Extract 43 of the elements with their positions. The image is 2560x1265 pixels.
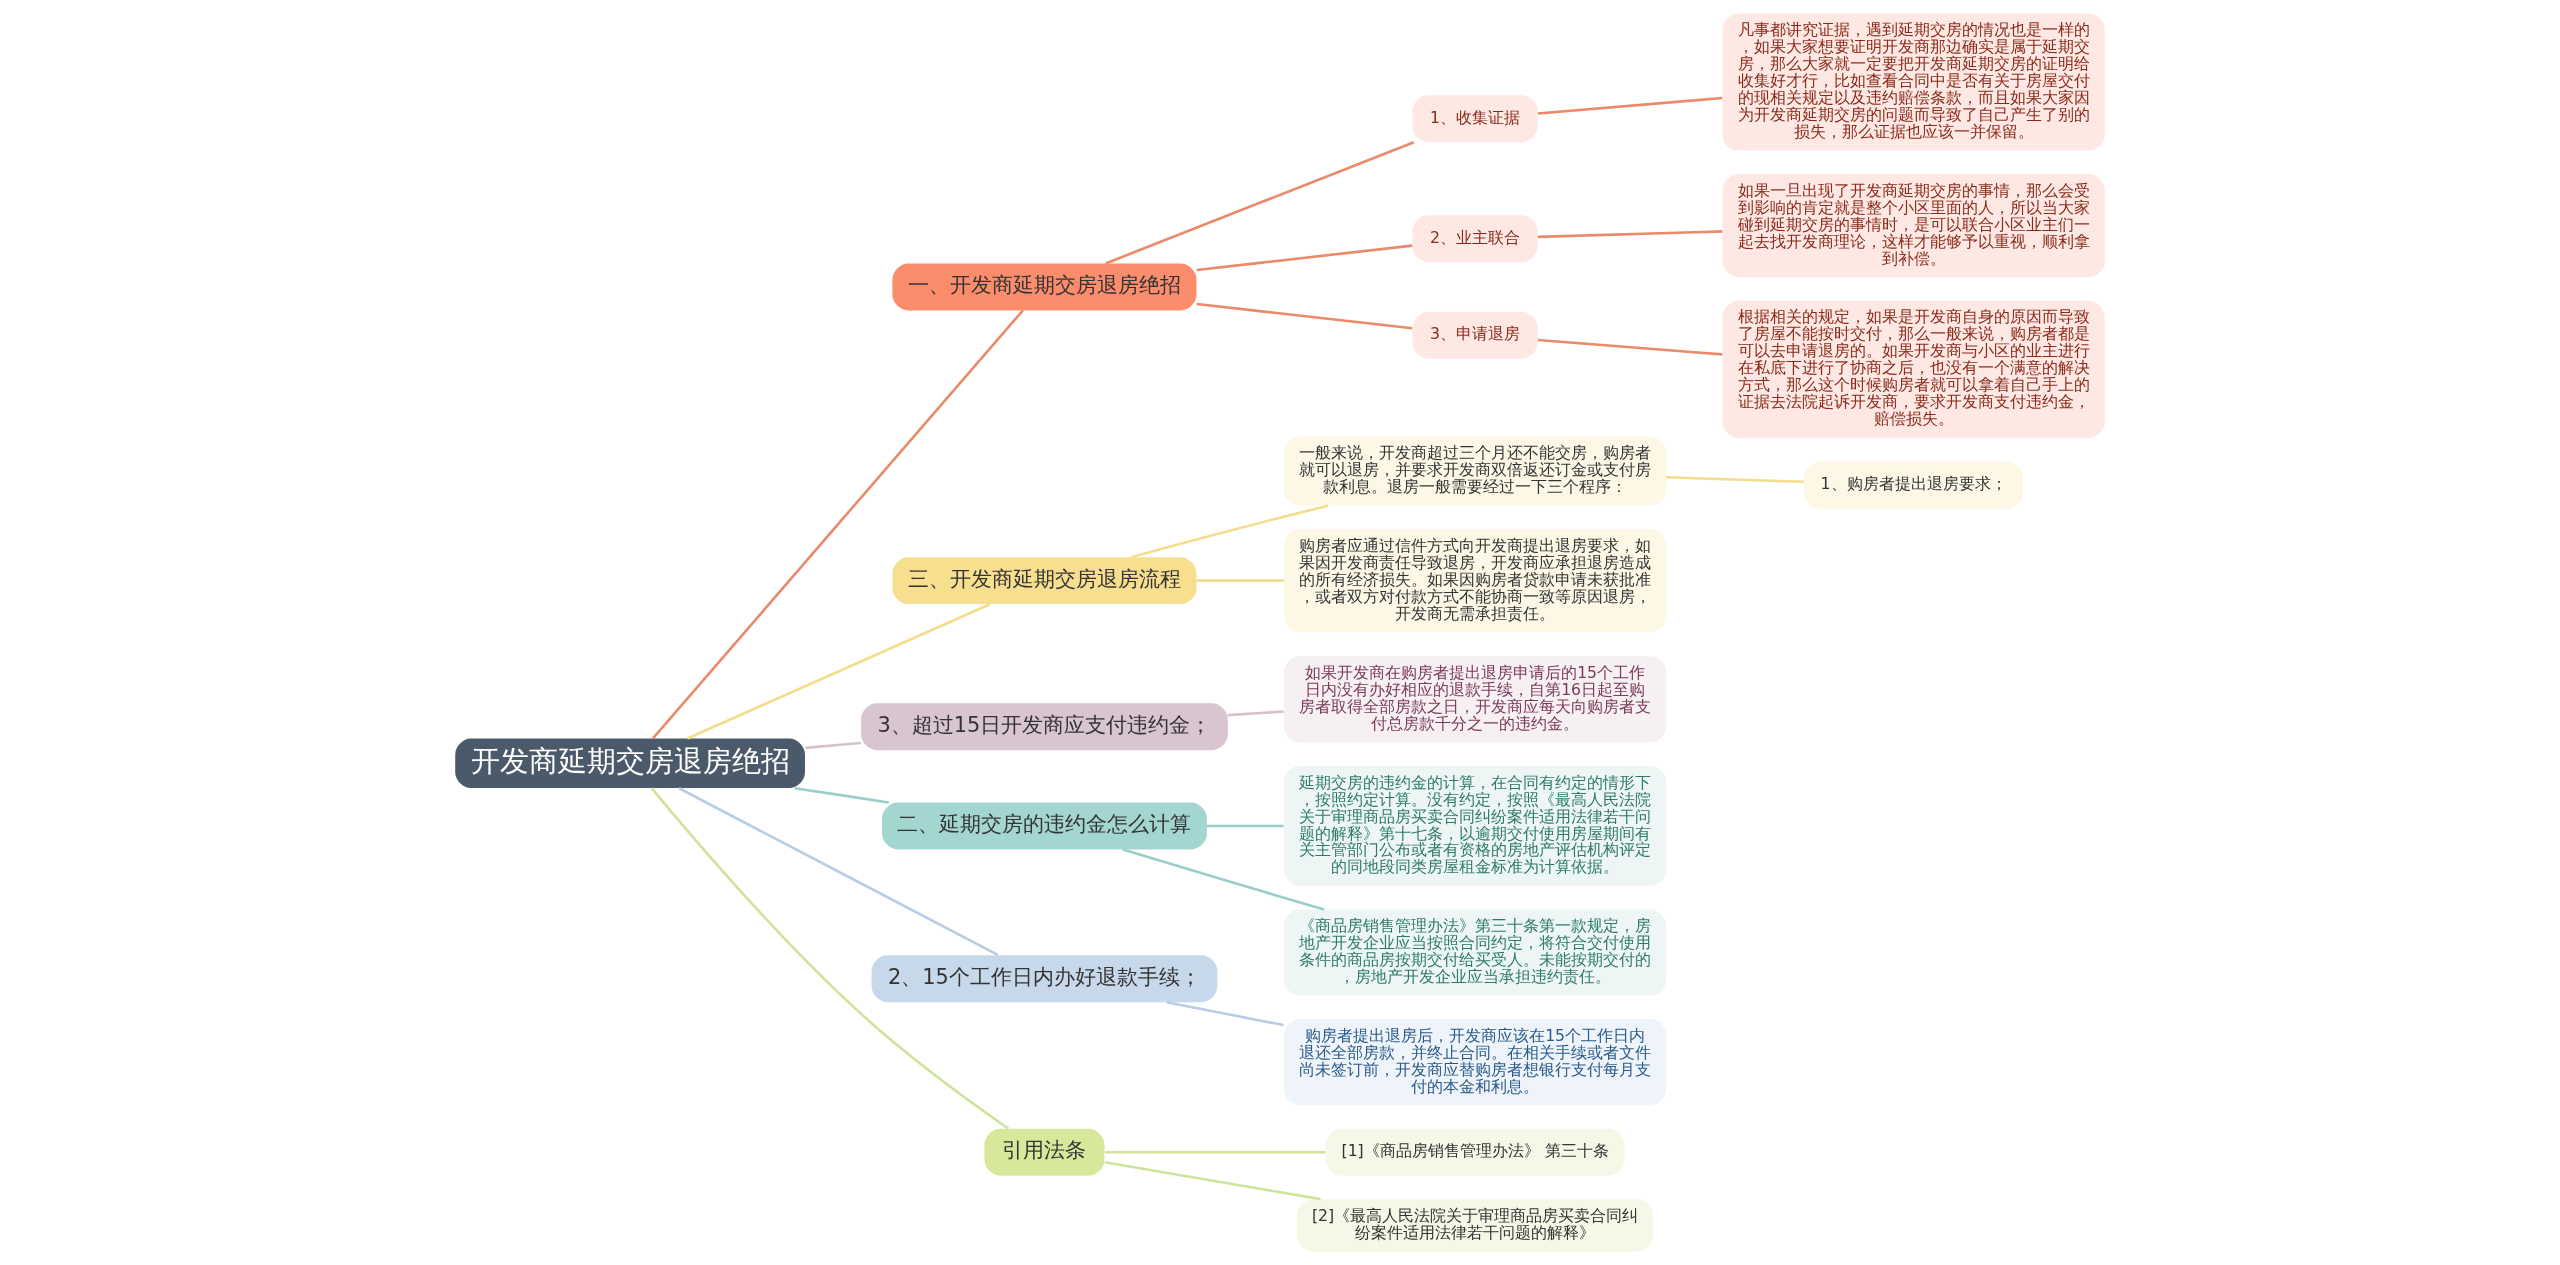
- connector: [1104, 1150, 1326, 1154]
- connector: [1122, 848, 1325, 911]
- connector: [1537, 338, 1723, 356]
- node-box: 2、15个工作日内办好退款手续；: [871, 955, 1218, 1003]
- connector: [1227, 710, 1284, 717]
- node-box: 一般来说，开发商超过三个月还不能交房，购房者就可以退房，并要求开发商双倍返还订金或支付房款利息。退房一般需要经过一下三个程序：: [1283, 436, 1667, 506]
- connector: [686, 603, 991, 740]
- node-box: 二、延期交房的违约金怎么计算: [881, 802, 1207, 850]
- node-box: 2、业主联合: [1412, 215, 1538, 263]
- connector: [650, 787, 1010, 1130]
- node-box: 根据相关的规定，如果是开发商自身的原因而导致了房屋不能按时交付，那么一般来说，购房者都是可以去申请退房的。如果开发商与小区的业主进行在私底下进行了协商之后，也没有一个满意的解决方式，那么这个时候购房者就可以拿着自己手上的证据去法院起诉开发商，要求开发商支付违约金，赔偿损失。: [1722, 300, 2105, 438]
- node-box: 如果开发商在购房者提出退房申请后的15个工作日内没有办好相应的退款手续，自第16日起至购房者取得全部房款之日，开发商应每天向购房者支付总房款千分之一的违约金。: [1283, 656, 1667, 743]
- connector: [1537, 230, 1723, 239]
- connector: [678, 787, 999, 957]
- node-box: 《商品房销售管理办法》第三十条第一款规定，房地产开发企业应当按照合同约定，将符合交付使用条件的商品房按期交付给买受人。未能按期交付的，房地产开发企业应当承担违约责任。: [1283, 909, 1667, 996]
- node-box: 1、购房者提出退房要求；: [1803, 461, 2024, 509]
- connector: [1196, 302, 1413, 330]
- node-box: 凡事都讲究证据，遇到延期交房的情况也是一样的，如果大家想要证明开发商那边确实是属于延期交房，那么大家就一定要把开发商延期交房的证明给收集好才行，比如查看合同中是否有关于房屋交付的现相关规定以及违约赔偿条款，而且如果大家因为开发商延期交房的问题而导致了自己产生了别的损失，那么证据也应该一并保留。: [1722, 13, 2105, 151]
- node-box: [1]《商品房销售管理办法》 第三十条: [1325, 1128, 1625, 1176]
- connector: [1166, 1000, 1284, 1027]
- connector: [1537, 96, 1723, 115]
- connector: [651, 309, 1024, 740]
- node-box: 一、开发商延期交房退房绝招: [892, 263, 1197, 311]
- connector: [794, 786, 889, 804]
- connector: [1196, 579, 1284, 582]
- node-box: 1、收集证据: [1412, 95, 1538, 143]
- node-box: [2]《最高人民法院关于审理商品房买卖合同纠纷案件适用法律若干问题的解释》: [1296, 1199, 1654, 1252]
- node-box: 引用法条: [984, 1128, 1105, 1176]
- connector: [1666, 475, 1804, 484]
- connector: [1131, 504, 1329, 559]
- connector: [805, 741, 861, 750]
- node-box: 三、开发商延期交房退房流程: [892, 557, 1197, 605]
- node-box: 购房者应通过信件方式向开发商提出退房要求，如果因开发商责任导致退房，开发商应承担退房造成的所有经济损失。如果因购房者贷款申请未获批准，或者双方对付款方式不能协商一致等原因退房，开发商无需承担责任。: [1283, 529, 1667, 633]
- connector: [1196, 244, 1413, 272]
- node-box: 延期交房的违约金的计算，在合同有约定的情形下，按照约定计算。没有约定，按照《最高人民法院关于审理商品房买卖合同纠纷案件适用法律若干问题的解释》第十七条，以逾期交付使用房屋期间有关主管部门公布或者有资格的房地产评估机构评定的同地段同类房屋租金标准为计算依据。: [1283, 765, 1667, 886]
- node-box: 购房者提出退房后，开发商应该在15个工作日内退还全部房款，并终止合同。在相关手续或者文件尚未签订前，开发商应替购房者想银行支付每月支付的本金和利息。: [1283, 1019, 1667, 1106]
- connector: [1104, 1161, 1321, 1201]
- node-box: 开发商延期交房退房绝招: [455, 738, 805, 789]
- connector: [1206, 824, 1284, 828]
- node-box: 3、申请退房: [1412, 311, 1538, 359]
- connector: [1105, 141, 1415, 265]
- node-box: 3、超过15日开发商应支付违约金；: [861, 703, 1228, 751]
- node-box: 如果一旦出现了开发商延期交房的事情，那么会受到影响的肯定就是整个小区里面的人，所以当大家碰到延期交房的事情时，是可以联合小区业主们一起去找开发商理论，这样才能够予以重视，顺利拿到补偿。: [1722, 174, 2105, 278]
